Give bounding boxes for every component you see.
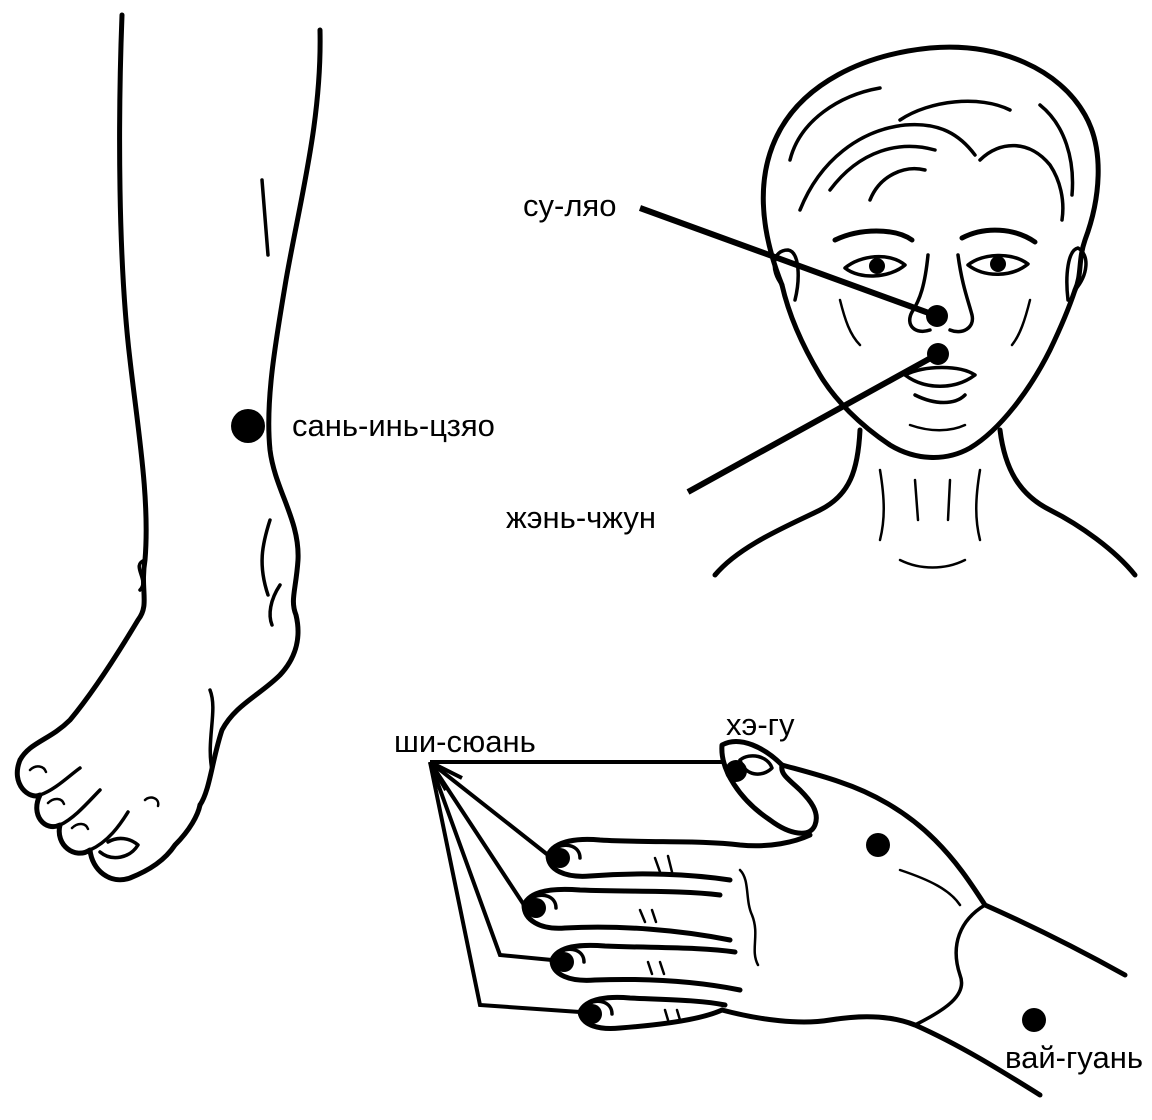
foot-toes — [17, 760, 200, 880]
pupil-right — [990, 256, 1006, 272]
hair-outline — [763, 47, 1098, 290]
wrist-crease — [915, 905, 985, 1025]
face-figure — [640, 47, 1135, 575]
finger-little — [580, 997, 725, 1012]
toe-3 — [90, 812, 128, 850]
leader-lower — [688, 354, 938, 492]
hand-fingertips-label: ши-сюань — [394, 724, 536, 759]
thumb — [722, 742, 816, 834]
neck-shoulders — [715, 430, 1135, 575]
hair-strands — [790, 88, 1073, 220]
pupil-left — [869, 258, 885, 274]
hand-acupoint-wrist — [1022, 1008, 1046, 1032]
eyebrow-left — [835, 231, 912, 240]
hand-thumb-label: хэ-гу — [726, 707, 795, 742]
knuckle-marks — [640, 856, 960, 1020]
hand-wrist-label: вай-гуань — [1005, 1040, 1143, 1075]
ankle-bump — [262, 520, 280, 625]
leader-upper — [640, 208, 937, 316]
leg-figure — [17, 15, 320, 880]
hand-acupoint-fingertip-1 — [550, 848, 570, 868]
hand-acupoint-back — [866, 833, 890, 857]
face-lower-point-label: жэнь-чжун — [506, 500, 656, 535]
hand-acupoint-fingertip-3 — [554, 952, 574, 972]
finger-ring-bottom — [552, 960, 740, 990]
toe-2 — [60, 790, 100, 825]
finger-index — [548, 835, 810, 855]
leg-left-contour — [20, 15, 146, 760]
finger-index-bottom — [548, 855, 730, 880]
hand-acupoint-thumb — [725, 760, 747, 782]
instep-line — [139, 560, 213, 770]
face-upper-point-label: су-ляо — [523, 188, 616, 223]
hand-acupoint-fingertip-4 — [582, 1004, 602, 1024]
mouth — [905, 368, 975, 403]
finger-middle-bottom — [524, 905, 730, 940]
leg-tendon-line — [262, 180, 268, 255]
hand-acupoint-fingertip-2 — [526, 898, 546, 918]
leg-point-label: сань-инь-цзяо — [292, 408, 495, 443]
neck-tendons — [880, 470, 980, 568]
leg-acupoint-dot — [231, 409, 265, 443]
fingertip-leaders — [430, 762, 722, 1012]
eyebrow-right — [962, 230, 1035, 242]
